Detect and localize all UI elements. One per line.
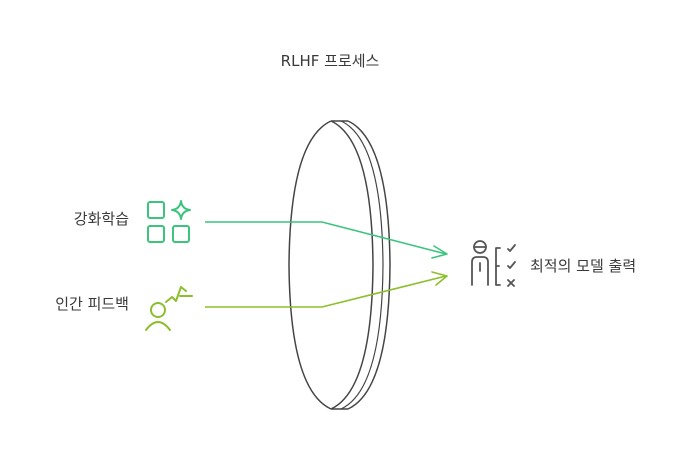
input-label-human-feedback: 인간 피드백 [55,295,129,313]
person-feedback-icon [145,286,193,331]
reinforcement-arrow [205,221,448,259]
person-checklist-icon [471,240,516,287]
grid-sparkle-icon [147,200,191,243]
output-label: 최적의 모델 출력 [530,257,636,275]
human-feedback-arrow [205,271,448,308]
input-label-reinforcement-learning: 강화학습 [74,210,129,228]
lens [288,120,391,410]
diagram-title: RLHF 프로세스 [281,52,380,70]
